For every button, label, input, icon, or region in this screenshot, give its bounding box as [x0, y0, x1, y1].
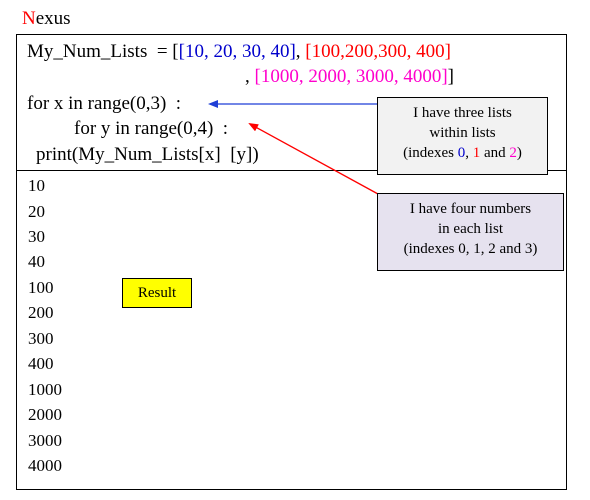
output-line: 10	[28, 176, 45, 195]
callout1-index-0: 0	[457, 145, 466, 161]
output-line: 200	[28, 303, 54, 322]
output-line: 400	[28, 354, 54, 373]
callout1-prefix: (indexes	[403, 145, 458, 161]
callout1-line-2: within lists	[429, 125, 496, 141]
code-close: ]	[447, 66, 454, 87]
code-list-1: [10, 20, 30, 40]	[178, 41, 296, 62]
code-line-1: My_Num_Lists = [[10, 20, 30, 40], [100,2…	[27, 41, 451, 63]
callout1-line-1: I have three lists	[413, 105, 512, 121]
code-sep-1: ,	[295, 41, 306, 62]
code-for-x: for x in range(0,3) :	[27, 93, 182, 114]
code-print: print(My_Num_Lists[x] [y])	[36, 144, 259, 165]
code-sep-2: ,	[245, 66, 255, 87]
arrow-to-for-y	[248, 123, 379, 195]
output-line: 1000	[28, 380, 62, 399]
page-title: Nexus	[22, 8, 71, 30]
output-line: 4000	[28, 456, 62, 475]
output-line: 100	[28, 278, 54, 297]
output-line: 3000	[28, 431, 62, 450]
callout1-and: and	[480, 145, 510, 161]
callout2-line-1: I have four numbers	[409, 201, 532, 217]
callout-four-numbers: I have four numbers in each list (indexe…	[377, 193, 564, 271]
callout1-index-1: 1	[472, 145, 481, 161]
output-box	[16, 170, 567, 490]
code-list-2: [100,200,300, 400]	[305, 41, 451, 62]
callout1-index-2: 2	[509, 145, 517, 161]
output-line: 20	[28, 202, 45, 221]
code-line-2: , [1000, 2000, 3000, 4000]]	[245, 66, 454, 88]
output-line: 2000	[28, 405, 62, 424]
callout1-suffix: )	[516, 145, 522, 161]
output-line: 30	[28, 227, 45, 246]
code-list-3: [1000, 2000, 3000, 4000]	[254, 66, 448, 87]
callout2-line-3: (indexes 0, 1, 2 and 3)	[403, 241, 538, 257]
callout1-line-3: (indexes 0, 1 and 2)	[378, 143, 547, 163]
callout1-sep: ,	[465, 145, 473, 161]
result-label: Result	[122, 278, 192, 308]
callout-three-lists: I have three lists within lists (indexes…	[377, 97, 548, 175]
title-rest: exus	[35, 8, 71, 29]
output-line: 300	[28, 329, 54, 348]
output-line: 40	[28, 252, 45, 271]
title-first-letter: N	[22, 8, 36, 29]
callout2-line-2: in each list	[438, 221, 503, 237]
code-for-y: for y in range(0,4) :	[74, 118, 229, 139]
code-assign: My_Num_Lists = [	[27, 41, 179, 62]
